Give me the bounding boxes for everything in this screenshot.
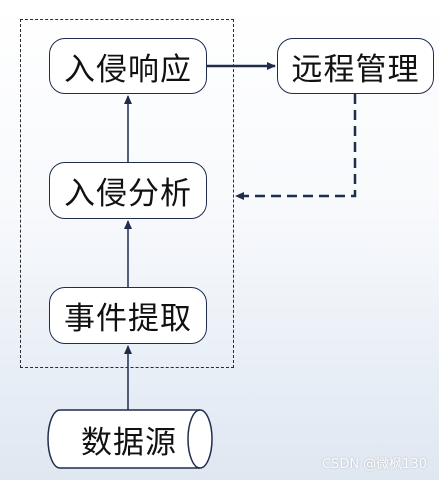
node-intrusion-analysis: 入侵分析 [49,162,207,219]
arrow-remote-to-analysis-dashed [235,94,357,200]
node-event-extraction: 事件提取 [49,287,207,344]
node-remote-management: 远程管理 [277,38,434,94]
watermark: CSDN @微枫130 [321,457,427,472]
node-data-source: 数据源 [81,424,177,461]
system-boundary-frame [20,19,234,368]
node-intrusion-response: 入侵响应 [49,38,207,94]
